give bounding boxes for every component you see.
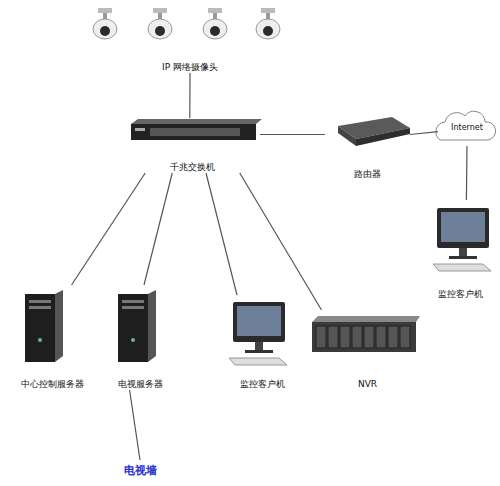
- switch-top: [131, 119, 262, 124]
- device-label: IP 网络摄像头: [75, 62, 305, 73]
- client-node: 监控客户机: [220, 295, 305, 390]
- switch-node: 千兆交换机: [125, 118, 260, 173]
- device-label: 监控客户机: [410, 289, 500, 300]
- camera-arm: [266, 13, 270, 19]
- power-light: [131, 338, 135, 342]
- monitor-stand: [255, 342, 263, 350]
- device-label: 千兆交换机: [115, 162, 270, 173]
- server-tower-icon: [118, 290, 156, 362]
- camera-arm: [103, 13, 107, 19]
- camera-lens: [100, 26, 110, 36]
- monitor-base: [245, 350, 273, 353]
- nvr-bay: [364, 326, 374, 348]
- tower-side: [148, 290, 156, 362]
- nvr-node: NVR: [310, 310, 425, 390]
- server-node: 电视服务器: [100, 285, 180, 390]
- network-link: [189, 73, 190, 118]
- device-label: 电视服务器: [90, 379, 190, 390]
- camera-lens: [263, 26, 273, 36]
- camera-mount: [208, 8, 222, 13]
- drive-bay: [29, 306, 51, 309]
- network-link: [466, 146, 468, 200]
- power-light: [38, 338, 42, 342]
- ip-camera-icon: [148, 8, 172, 39]
- camera-mount: [261, 8, 275, 13]
- drive-bay: [122, 300, 144, 303]
- server-node: 中心控制服务器: [5, 285, 100, 390]
- device-label: 电视墙: [100, 464, 180, 477]
- switch-front: [131, 124, 256, 140]
- camera-dome: [203, 19, 227, 39]
- network-link: [206, 173, 237, 295]
- monitor-client-icon: [433, 208, 491, 271]
- nvr-bay: [388, 326, 398, 348]
- tv-wall-node: 电视墙: [110, 460, 170, 480]
- camera-dome: [93, 19, 117, 39]
- switch-icon: [131, 119, 262, 140]
- switch-ports: [150, 128, 240, 136]
- nvr-bay: [352, 326, 362, 348]
- tower-front: [25, 294, 55, 362]
- camera-dome: [148, 19, 172, 39]
- device-label: NVR: [300, 379, 435, 390]
- nvr-bay: [316, 326, 326, 348]
- camera-group: IP 网络摄像头: [85, 5, 295, 73]
- network-link: [260, 134, 325, 135]
- nvr-bay: [400, 326, 410, 348]
- nvr-bay: [376, 326, 386, 348]
- camera-arm: [158, 13, 162, 19]
- camera-arm: [213, 13, 217, 19]
- device-label: Internet: [428, 123, 500, 133]
- ip-camera-icon: [93, 8, 117, 39]
- client-node: 监控客户机: [420, 200, 500, 300]
- router-icon: [338, 117, 410, 146]
- device-label: 路由器: [315, 169, 420, 180]
- monitor-frame: [437, 208, 489, 248]
- router-front: [356, 128, 410, 146]
- nvr-bay: [328, 326, 338, 348]
- router-side: [338, 126, 356, 146]
- network-link: [144, 173, 172, 285]
- monitor-screen: [441, 212, 485, 242]
- device-label: 监控客户机: [210, 379, 315, 390]
- server-tower-icon: [25, 290, 63, 362]
- tower-side: [55, 290, 63, 362]
- camera-mount: [98, 8, 112, 13]
- camera-mount: [153, 8, 167, 13]
- camera-lens: [155, 26, 165, 36]
- nvr-bay: [340, 326, 350, 348]
- network-link: [410, 132, 438, 135]
- monitor-base: [449, 256, 477, 259]
- network-link: [240, 173, 322, 310]
- monitor-frame: [233, 302, 285, 342]
- keyboard: [433, 264, 491, 271]
- camera-lens: [210, 26, 220, 36]
- ip-camera-icon: [203, 8, 227, 39]
- switch-logo: [135, 128, 145, 131]
- nvr-top: [312, 316, 420, 322]
- monitor-client-icon: [229, 302, 287, 365]
- ip-camera-icon: [256, 8, 280, 39]
- nvr-icon: [312, 316, 420, 352]
- device-label: 中心控制服务器: [0, 379, 110, 390]
- cloud-node: Internet: [438, 110, 496, 146]
- drive-bay: [122, 306, 144, 309]
- network-link: [72, 173, 146, 285]
- keyboard: [229, 358, 287, 365]
- monitor-screen: [237, 306, 281, 336]
- camera-dome: [256, 19, 280, 39]
- router-node: 路由器: [325, 115, 410, 180]
- nvr-front: [312, 322, 416, 352]
- network-link: [130, 390, 140, 460]
- tower-front: [118, 294, 148, 362]
- drive-bay: [29, 300, 51, 303]
- monitor-stand: [459, 248, 467, 256]
